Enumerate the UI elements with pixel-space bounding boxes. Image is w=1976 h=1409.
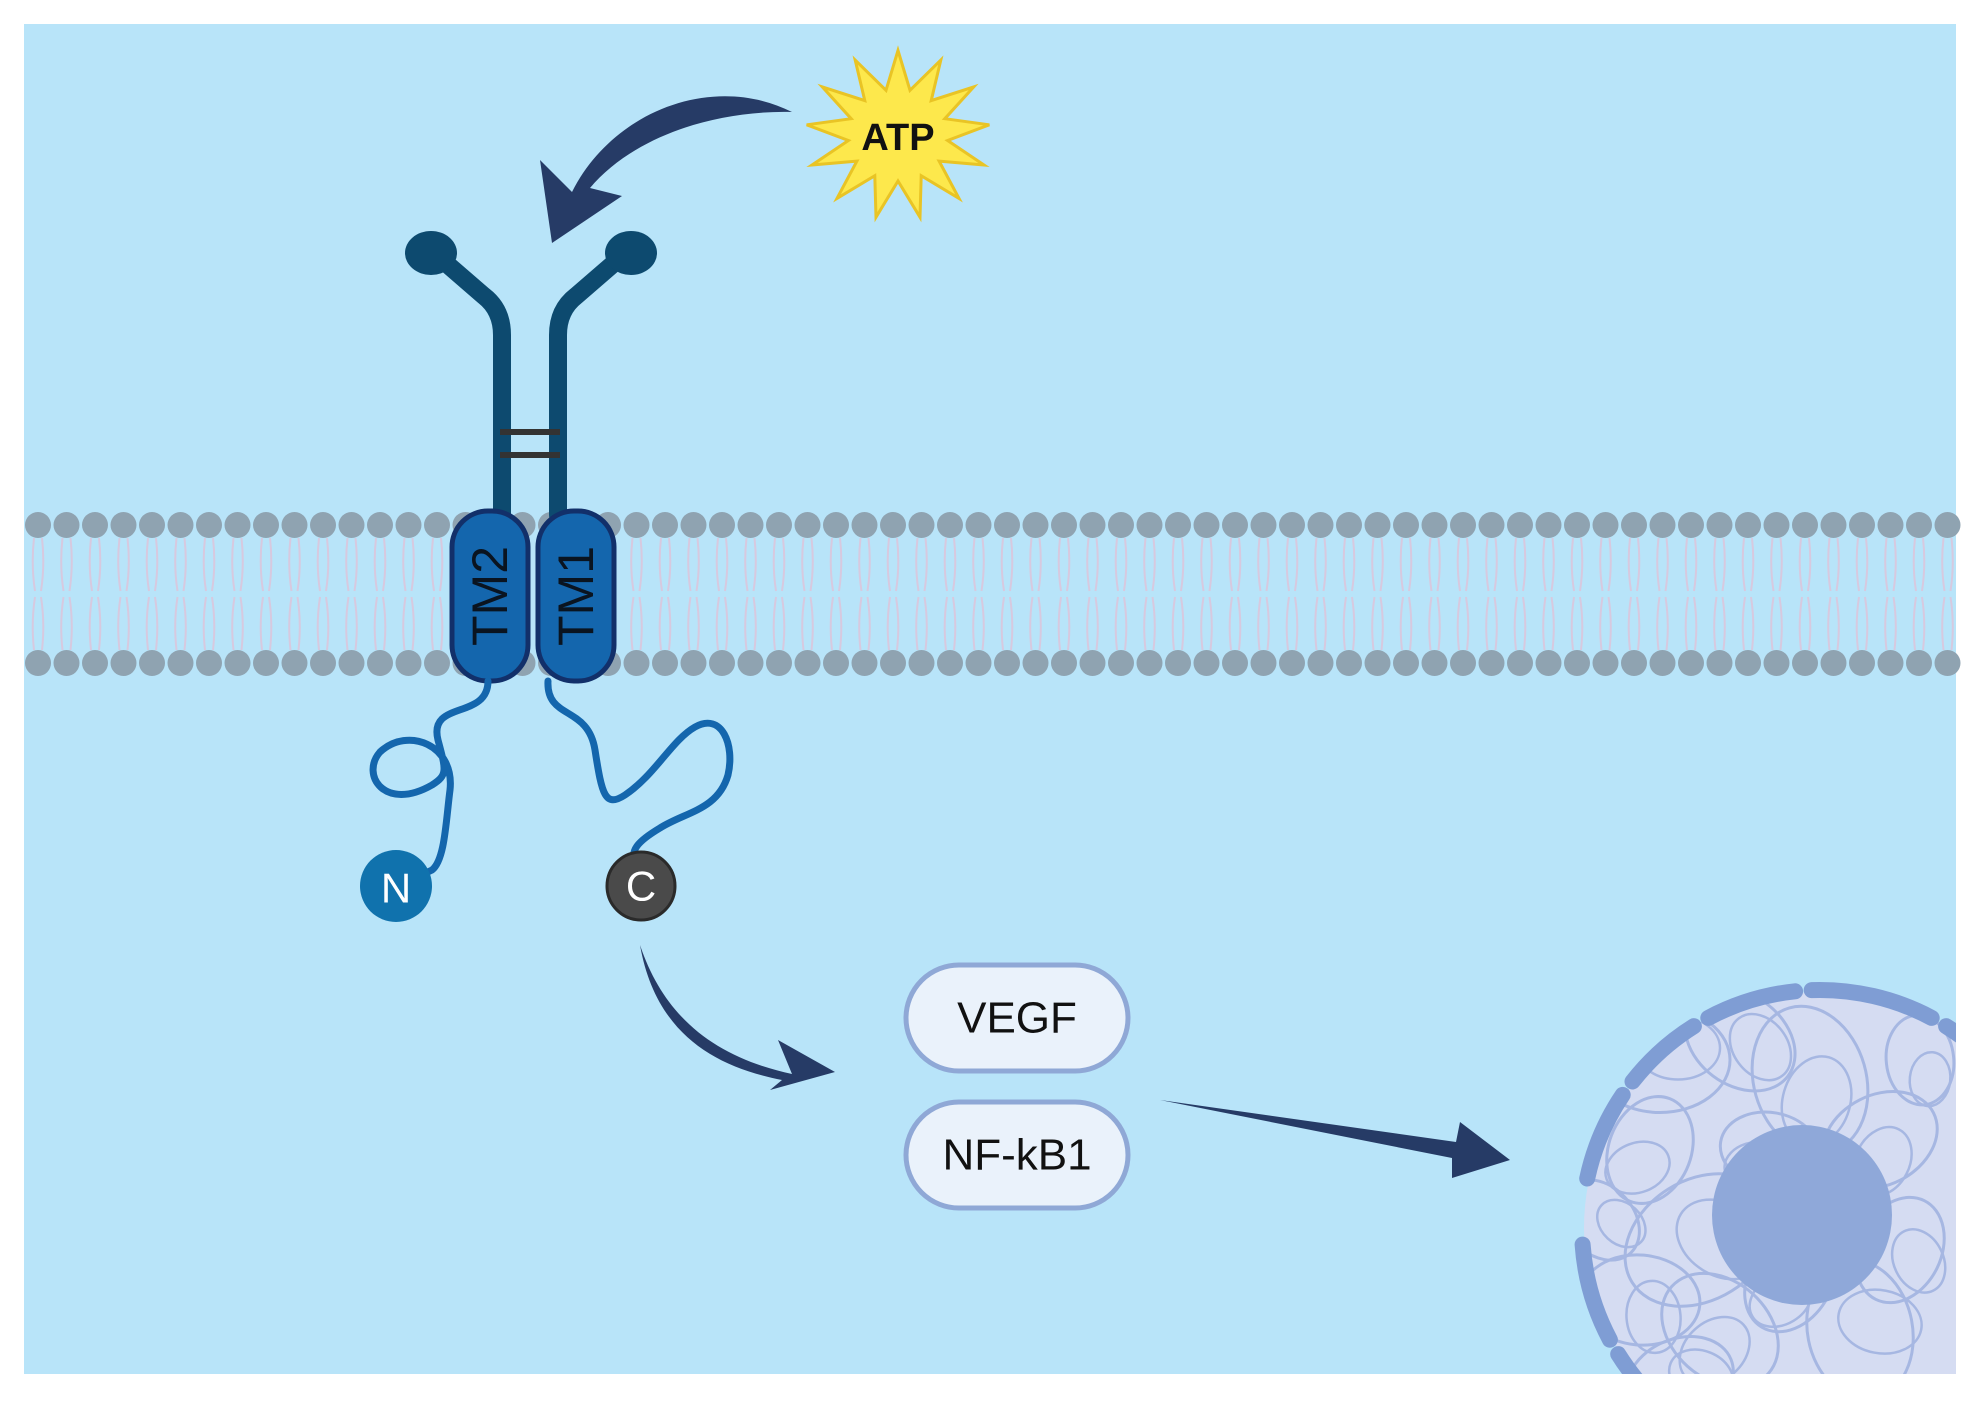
atp-label: ATP (861, 117, 934, 159)
nucleolus (1712, 1125, 1892, 1305)
atp-binding-arrow (540, 96, 792, 244)
signaling-arrow-to-targets (640, 945, 835, 1090)
c-terminal-tail (544, 677, 734, 870)
atp-burst-icon (806, 45, 990, 223)
n-terminal-tail (369, 677, 492, 889)
lipid-tails (31, 537, 1954, 651)
tm1-label: TM1 (548, 546, 604, 646)
nucleus (1574, 982, 1956, 1374)
transmembrane-domain-tm2: TM2 (449, 508, 531, 684)
receptor-extracellular-domain (405, 231, 657, 524)
ligand-binding-head-left (405, 231, 457, 275)
vegf-target-box: VEGF (903, 962, 1131, 1074)
nfkb1-target-box: NF-kB1 (903, 1099, 1131, 1211)
ligand-binding-head-right (605, 231, 657, 275)
disulfide-bond (500, 429, 560, 458)
tm2-label: TM2 (462, 546, 518, 646)
c-terminus: C (605, 850, 677, 922)
vegf-label: VEGF (957, 994, 1077, 1043)
n-terminus: N (360, 850, 432, 922)
c-terminus-label: C (626, 863, 656, 910)
atp-ligand: ATP (806, 45, 990, 223)
n-terminus-label: N (381, 865, 411, 912)
signaling-arrow-to-nucleus (1160, 1100, 1510, 1178)
transmembrane-domain-tm1: TM1 (535, 508, 617, 684)
lipid-heads-inner (25, 650, 1961, 676)
nuclear-envelope (1574, 982, 1956, 1374)
nfkb1-label: NF-kB1 (942, 1131, 1091, 1180)
